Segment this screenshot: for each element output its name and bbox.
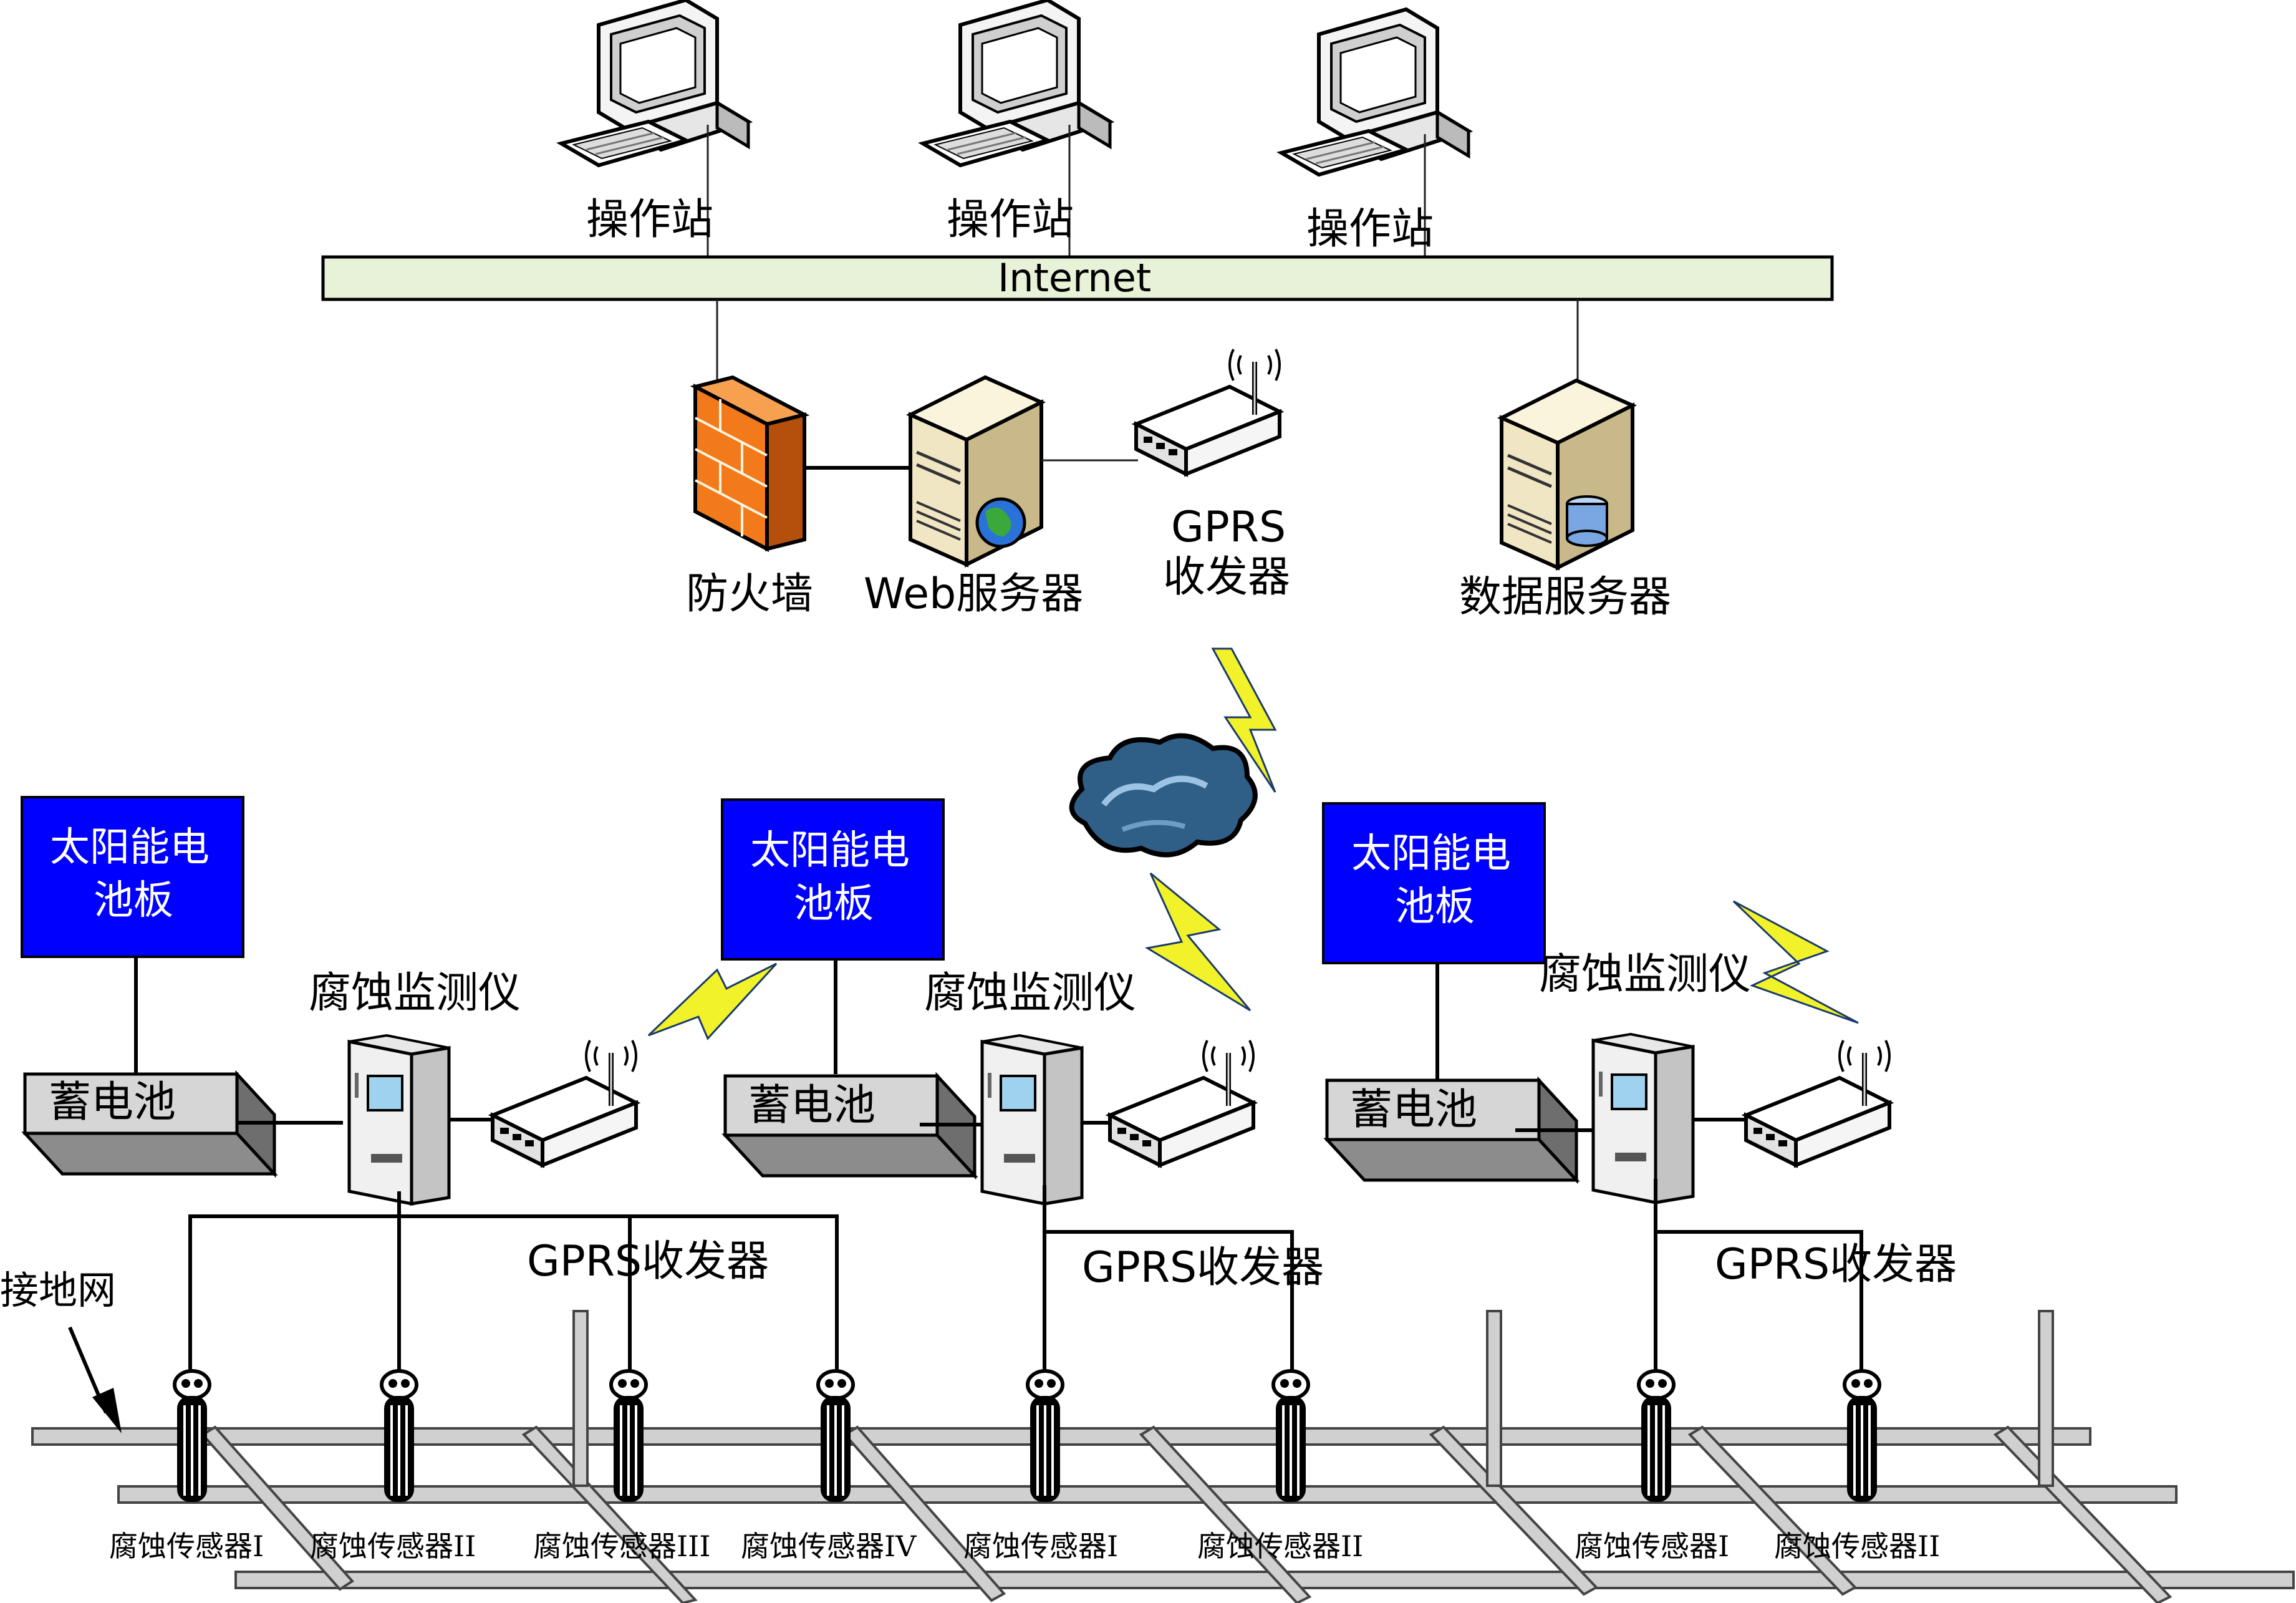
sensor-1-2 (382, 1371, 417, 1502)
gprs-3-label: GPRS收发器 (1715, 1240, 1957, 1289)
solar-panel-3-line1: 太阳能电 (1351, 831, 1511, 877)
gprs-transceiver-1 (493, 1040, 636, 1165)
solar-panel-2-line1: 太阳能电 (750, 828, 910, 874)
internet-bus: Internet (321, 255, 1834, 301)
workstation-2: 操作站 (923, 0, 1110, 257)
lightning-bolt-right (1732, 900, 1859, 1024)
gprs-transceiver-2 (1110, 1040, 1253, 1165)
solar-panel-3 (1322, 802, 1546, 964)
monitor-cabinet-1 (349, 1035, 449, 1204)
solar-panel-2-line2: 池板 (794, 881, 874, 927)
sensor-2-2-label: 腐蚀传感器II (1197, 1529, 1363, 1563)
gprs-1-label: GPRS收发器 (527, 1237, 769, 1286)
workstation-1-label: 操作站 (586, 195, 713, 245)
workstation-2-label: 操作站 (947, 195, 1074, 245)
monitor-cabinet-3 (1593, 1034, 1693, 1203)
sensor-2-1-label: 腐蚀传感器I (963, 1529, 1118, 1563)
sensor-3-2 (1845, 1371, 1879, 1502)
station-1: 太阳能电 池板 蓄电池 腐蚀监测仪 GPRS收发器 腐蚀传感器I 腐蚀传感器II… (21, 796, 917, 1563)
solar-panel-1-line1: 太阳能电 (50, 825, 210, 871)
sensor-3-1-label: 腐蚀传感器I (1575, 1529, 1729, 1563)
battery-2-label: 蓄电池 (748, 1081, 875, 1130)
solar-panel-2 (721, 798, 945, 961)
gprs-transceiver-3 (1746, 1040, 1889, 1165)
workstation-1: 操作站 (561, 0, 748, 257)
internet-label: Internet (998, 255, 1151, 301)
solar-panel-3-line2: 池板 (1395, 884, 1475, 930)
sensor-2-1 (1028, 1371, 1063, 1502)
lightning-bolt-center (1144, 872, 1252, 1012)
ground-grid: 接地网 (0, 1267, 2295, 1603)
station-2: 太阳能电 池板 蓄电池 腐蚀监测仪 GPRS收发器 腐蚀传感器I 腐蚀传感器II (721, 798, 1363, 1563)
workstation-3: 操作站 (1281, 9, 1469, 257)
sensor-1-4 (818, 1371, 853, 1502)
web-server-label: Web服务器 (864, 569, 1083, 619)
lightning-bolt-left (647, 962, 778, 1040)
battery-3-label: 蓄电池 (1350, 1085, 1477, 1135)
sensor-1-1-label: 腐蚀传感器I (109, 1529, 264, 1563)
data-server-label: 数据服务器 (1459, 573, 1671, 622)
sensor-3-2-label: 腐蚀传感器II (1774, 1529, 1940, 1563)
center-gprs-label-line2: 收发器 (1163, 553, 1290, 602)
battery-1-label: 蓄电池 (49, 1078, 176, 1127)
solar-panel-1-line2: 池板 (94, 878, 173, 924)
monitor-3-label: 腐蚀监测仪 (1539, 950, 1751, 999)
firewall: 防火墙 (686, 375, 813, 619)
cloud-icon (1069, 733, 1258, 858)
battery-2: 蓄电池 (725, 1076, 975, 1176)
center-gprs-label-line1: GPRS (1171, 503, 1286, 552)
sensor-1-1 (175, 1371, 210, 1502)
sensor-3-1 (1639, 1371, 1674, 1502)
center-gprs-transceiver: GPRS 收发器 (1136, 349, 1290, 602)
battery-1: 蓄电池 (25, 1074, 274, 1174)
battery-3: 蓄电池 (1327, 1080, 1576, 1180)
sensor-2-2 (1273, 1371, 1308, 1502)
sensor-1-3-label: 腐蚀传感器III (533, 1529, 711, 1563)
firewall-label: 防火墙 (686, 569, 813, 619)
sensor-1-2-label: 腐蚀传感器II (310, 1529, 476, 1563)
ground-grid-label: 接地网 (0, 1267, 116, 1313)
station-3: 太阳能电 池板 蓄电池 腐蚀监测仪 GPRS收发器 腐蚀传感器I 腐蚀传感器II (1322, 802, 1957, 1563)
data-server: 数据服务器 (1459, 380, 1671, 622)
sensor-1-4-label: 腐蚀传感器IV (741, 1529, 917, 1563)
web-server: Web服务器 (864, 377, 1083, 619)
solar-panel-1 (21, 796, 244, 958)
monitor-2-label: 腐蚀监测仪 (924, 969, 1136, 1018)
sensor-1-3 (611, 1371, 646, 1502)
monitor-cabinet-2 (982, 1035, 1082, 1204)
workstation-3-label: 操作站 (1306, 205, 1434, 254)
monitor-1-label: 腐蚀监测仪 (309, 969, 521, 1018)
gprs-2-label: GPRS收发器 (1082, 1243, 1324, 1292)
